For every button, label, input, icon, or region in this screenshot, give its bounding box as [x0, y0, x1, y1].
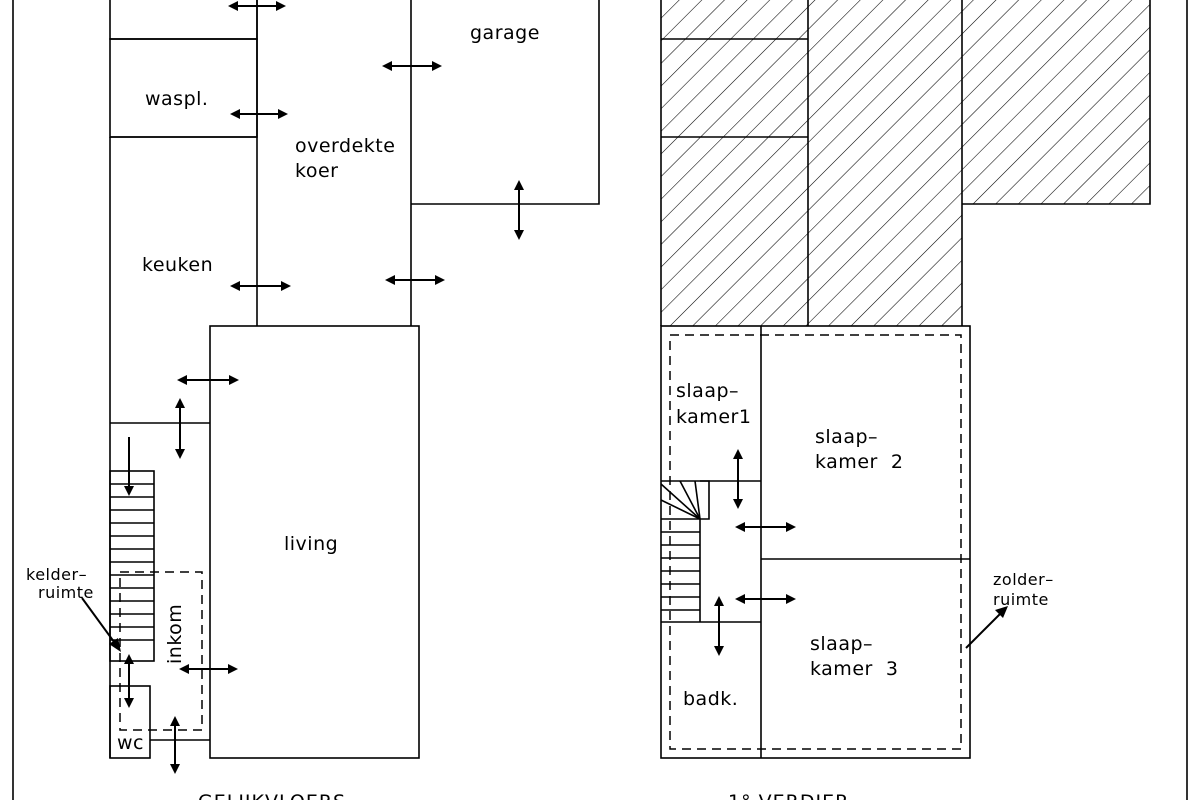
- label-entrance: inkom: [164, 604, 186, 664]
- label-laundry: waspl.: [145, 88, 208, 110]
- label-bedroom3-1: slaap–: [810, 633, 873, 655]
- hatched-roof-area: [660, 0, 1151, 326]
- arrow-entrance-living: [179, 664, 238, 674]
- arrow-hall-vertical: [175, 398, 185, 459]
- cellar-leader: [81, 597, 118, 647]
- label-garage: garage: [470, 22, 540, 44]
- arrow-bedroom3: [735, 594, 796, 604]
- arrow-top: [228, 1, 286, 11]
- first-floor-stair: [660, 480, 710, 622]
- cellar-outline: [119, 571, 203, 731]
- label-cellar-1: kelder–: [26, 565, 87, 584]
- label-cellar-2: ruimte: [38, 583, 94, 602]
- arrow-front-door: [170, 716, 180, 774]
- first-floor-outline: [660, 325, 971, 759]
- label-bathroom: badk.: [683, 688, 738, 710]
- label-wc: wc: [117, 732, 144, 754]
- arrow-bedroom1-vertical: [733, 449, 743, 509]
- room-living: [209, 325, 420, 759]
- label-bedroom1-2: kamer1: [676, 406, 751, 428]
- first-floor-title: 1° VERDIEP: [728, 791, 848, 800]
- label-covered-yard-1: overdekte: [295, 135, 395, 157]
- first-floor-circulation-arrows: [714, 449, 796, 656]
- label-bedroom1-1: slaap–: [676, 380, 739, 402]
- label-attic-2: ruimte: [993, 590, 1049, 609]
- ground-floor-circulation-arrows: [124, 1, 524, 774]
- arrow-garage-vertical: [514, 180, 524, 240]
- label-covered-yard-2: koer: [295, 160, 338, 182]
- label-bedroom2-1: slaap–: [815, 426, 878, 448]
- ground-floor-plan: [81, 0, 600, 759]
- label-living: living: [284, 533, 338, 555]
- arrow-bedroom2: [735, 522, 796, 532]
- arrow-kitchen: [230, 281, 291, 291]
- ground-floor-stair: [109, 470, 155, 662]
- label-attic-1: zolder–: [993, 570, 1054, 589]
- arrow-cellar-down: [124, 654, 134, 708]
- label-bedroom2-2: kamer 2: [815, 451, 904, 473]
- arrow-bathroom-vertical: [714, 596, 724, 656]
- attic-outline: [669, 334, 962, 750]
- label-bedroom3-2: kamer 3: [810, 658, 899, 680]
- arrow-living-hall: [177, 375, 239, 385]
- arrow-laundry: [230, 109, 288, 119]
- arrow-garage: [382, 61, 442, 71]
- attic-leader: [965, 611, 1003, 649]
- label-kitchen: keuken: [142, 254, 213, 276]
- drawing-frame: [12, 0, 1188, 800]
- arrow-stair-up: [124, 437, 134, 496]
- arrow-yard-exit: [385, 275, 445, 285]
- ground-floor-title: GELIJKVLOERS: [198, 791, 346, 800]
- first-floor-plan: [660, 0, 1151, 759]
